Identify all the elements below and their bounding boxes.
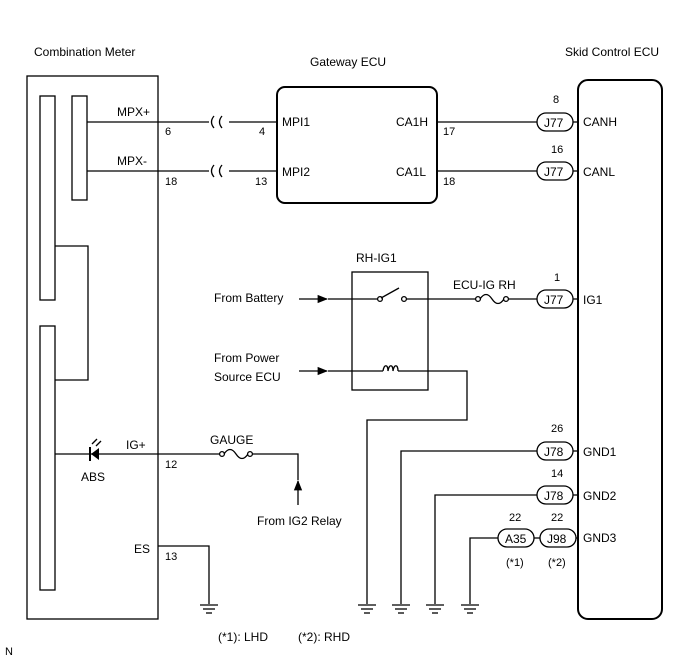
gateway-ecu-title: Gateway ECU	[310, 55, 386, 69]
connector-canl-pin: 16	[551, 144, 563, 156]
combination-meter: Combination Meter MPX+ MPX- IG+ ABS ES	[26, 45, 159, 620]
pin-gateway-4: 4	[259, 126, 265, 138]
ca1h-label: CA1H	[396, 115, 428, 129]
note-lhd: (*1): LHD	[218, 630, 268, 644]
mpx-minus-label: MPX-	[117, 154, 147, 168]
canh-label: CANH	[583, 115, 617, 129]
connector-ig1-pin: 1	[554, 272, 560, 284]
connector-gnd1-id: J78	[544, 445, 564, 459]
combination-meter-title: Combination Meter	[34, 45, 135, 59]
connector-canh: 8 J77	[536, 94, 578, 132]
gauge-fuse: GAUGE From IG2 Relay 12	[158, 433, 342, 528]
connector-gnd3-lhd-id: A35	[505, 532, 527, 546]
gnd-wires	[400, 450, 537, 604]
relay-coil-icon	[328, 365, 428, 372]
connector-gnd3-rhd-note: (*2)	[548, 557, 566, 569]
mpx-wires: 6 18 4 13	[158, 115, 277, 188]
connector-canh-pin: 8	[553, 94, 559, 106]
battery-input: From Battery	[214, 291, 329, 305]
from-power-label-2: Source ECU	[214, 370, 281, 384]
mpi1-label: MPI1	[282, 115, 310, 129]
power-source-input: From Power Source ECU	[214, 351, 329, 384]
pin-meter-13: 13	[165, 551, 177, 563]
connector-canl-id: J77	[544, 165, 564, 179]
connector-gnd3-rhd-pin: 22	[551, 512, 563, 524]
gnd3-label: GND3	[583, 531, 617, 545]
connector-canh-id: J77	[544, 116, 564, 130]
ca1l-label: CA1L	[396, 165, 426, 179]
from-power-label: From Power	[214, 351, 279, 365]
connector-gnd3-lhd-note: (*1)	[506, 557, 524, 569]
ecu-ig-rh-label: ECU-IG RH	[453, 278, 516, 292]
coil-ground-wire	[366, 370, 468, 604]
note-rhd: (*2): RHD	[298, 630, 350, 644]
pin-gateway-17: 17	[443, 126, 455, 138]
connector-gnd1: 26 J78	[536, 423, 578, 461]
mpx-plus-label: MPX+	[117, 105, 150, 119]
pin-meter-18: 18	[165, 176, 177, 188]
gateway-ecu: Gateway ECU MPI1 MPI2 CA1H CA1L	[276, 55, 438, 204]
pin-meter-6: 6	[165, 126, 171, 138]
ig-plus-label: IG+	[126, 438, 146, 452]
ground-icon-es	[200, 604, 218, 614]
es-ground-wire: 13	[158, 545, 210, 604]
gnd1-label: GND1	[583, 445, 617, 459]
pin-meter-12: 12	[165, 459, 177, 471]
connector-ig1-id: J77	[544, 293, 564, 307]
connector-gnd3-lhd-pin: 22	[509, 512, 521, 524]
abs-led-icon	[55, 438, 158, 461]
rh-ig1-relay: RH-IG1	[328, 251, 429, 391]
abs-label: ABS	[81, 470, 105, 484]
ground-icon-gnd3	[461, 604, 479, 614]
connector-gnd2-pin: 14	[551, 468, 563, 480]
es-label: ES	[134, 542, 150, 556]
gauge-label: GAUGE	[210, 433, 253, 447]
from-ig2-relay-label: From IG2 Relay	[257, 514, 342, 528]
connector-gnd3-rhd-id: J98	[547, 532, 567, 546]
mpi2-label: MPI2	[282, 165, 310, 179]
connector-gnd1-pin: 26	[551, 423, 563, 435]
skid-control-ecu: Skid Control ECU CANH CANL IG1 GND1 GND2…	[565, 45, 663, 620]
ecu-ig-rh-fuse: ECU-IG RH	[428, 278, 537, 305]
ground-icon-gnd2	[426, 604, 444, 614]
ground-icon-relay	[358, 604, 376, 614]
ig1-label: IG1	[583, 293, 603, 307]
ground-icon-gnd1	[392, 604, 410, 614]
connector-gnd2-id: J78	[544, 489, 564, 503]
can-wires: 17 18	[437, 121, 537, 188]
connector-canl: 16 J77	[536, 144, 578, 181]
connector-gnd3-lhd: 22 A35 (*1)	[497, 512, 540, 569]
gnd2-label: GND2	[583, 489, 617, 503]
corner-mark: N	[5, 646, 13, 658]
connector-gnd3-rhd: 22 J98 (*2)	[539, 512, 578, 569]
skid-control-ecu-title: Skid Control ECU	[565, 45, 659, 59]
connector-gnd2: 14 J78	[536, 468, 578, 505]
from-battery-label: From Battery	[214, 291, 283, 305]
pin-gateway-18: 18	[443, 176, 455, 188]
pin-gateway-13: 13	[255, 176, 267, 188]
relay-switch-icon	[328, 287, 428, 303]
connector-ig1: 1 J77	[536, 272, 578, 309]
canl-label: CANL	[583, 165, 615, 179]
rh-ig1-title: RH-IG1	[356, 251, 397, 265]
